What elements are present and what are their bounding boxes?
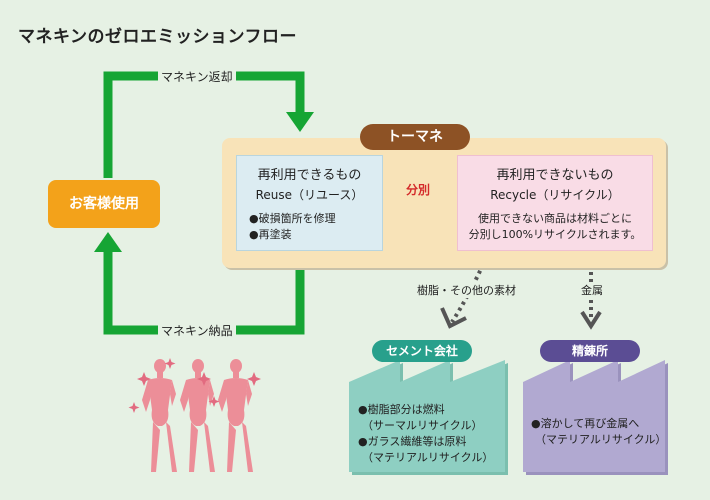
cement-description: ●樹脂部分は燃料 （サーマルリサイクル） ●ガラス繊維等は原料 （マテリアルリサ… [358,402,503,466]
reuse-item: ●再塗装 [249,228,292,241]
cement-line: （サーマルリサイクル） [362,419,483,432]
sparkle-icons [128,358,261,413]
cement-line: （マテリアルリサイクル） [362,451,494,464]
delivery-label: マネキン納品 [158,322,236,339]
refinery-pill: 精錬所 [540,340,640,362]
reuse-subtitle: Reuse（リユース） [255,188,364,202]
refinery-line: ●溶かして再び金属へ [531,417,640,430]
refinery-description: ●溶かして再び金属へ （マテリアルリサイクル） [531,416,667,448]
recycle-note-line: 使用できない商品は材料ごとに [478,212,632,225]
recycle-title: 再利用できないもの [496,168,614,183]
cement-company-pill: セメント会社 [372,340,472,362]
reuse-title: 再利用できるもの [257,168,362,183]
recycle-subtitle: Recycle（リサイクル） [490,188,620,202]
refinery-line: （マテリアルリサイクル） [535,433,667,446]
return-label: マネキン返却 [158,68,236,85]
split-label: 分別 [405,183,430,197]
metal-label: 金属 [578,282,606,298]
cement-factory-shape [349,360,508,475]
toomane-tab: トーマネ [360,124,470,150]
resin-label: 樹脂・その他の素材 [414,282,519,298]
refinery-factory-shape [523,360,668,475]
customer-use-box: お客様使用 [48,180,160,228]
reuse-item: ●破損箇所を修理 [249,212,336,225]
page-title: マネキンのゼロエミッションフロー [18,27,297,47]
recycle-note-line: 分別し100%リサイクルされます。 [468,228,642,241]
cement-line: ●樹脂部分は燃料 [358,403,445,416]
recycle-box: 再利用できないもの Recycle（リサイクル） 使用できない商品は材料ごとに … [457,155,653,251]
reuse-box: 再利用できるもの Reuse（リユース） ●破損箇所を修理 ●再塗装 [236,155,383,251]
mannequin-group-icon [142,359,253,472]
cement-line: ●ガラス繊維等は原料 [358,435,467,448]
